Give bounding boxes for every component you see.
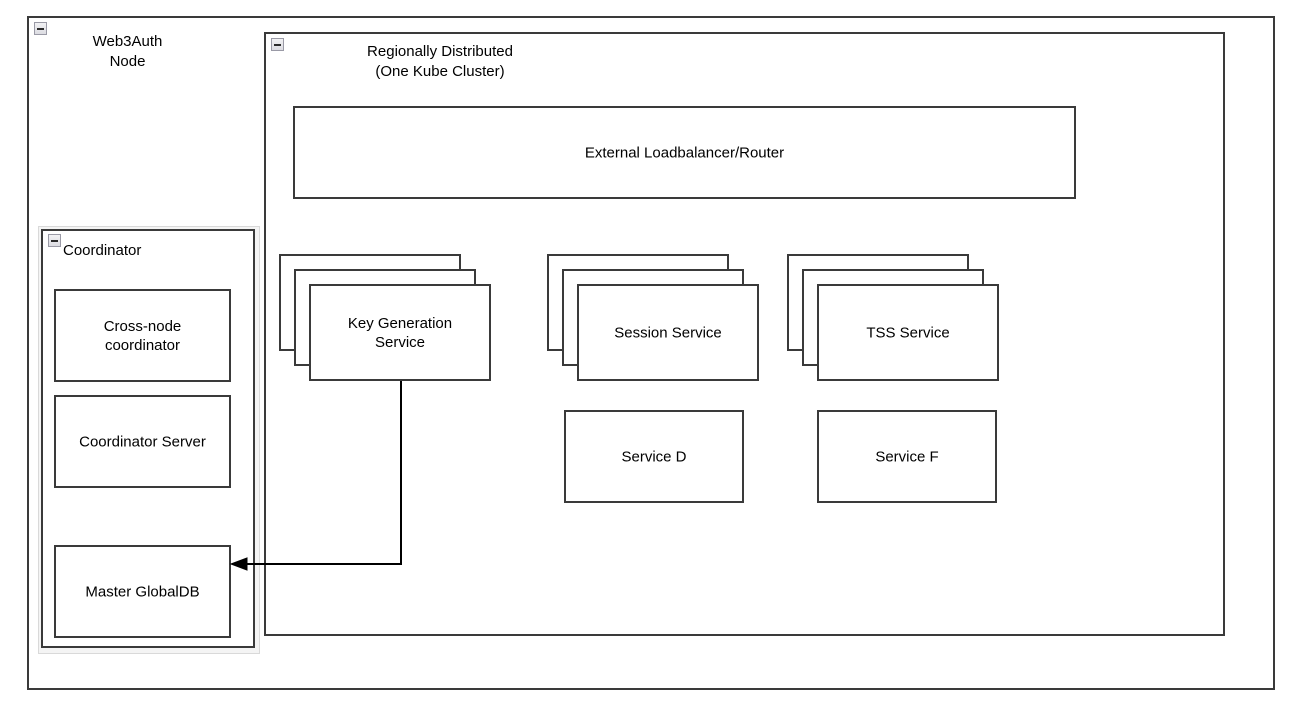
stack-layer-front[interactable]: Key Generation Service bbox=[309, 284, 491, 381]
service-d[interactable]: Service D bbox=[564, 410, 744, 503]
external-loadbalancer-router-label: External Loadbalancer/Router bbox=[584, 144, 785, 161]
stack-key-generation-service[interactable]: Key Generation Service bbox=[279, 254, 491, 381]
collapse-minus-icon-node[interactable] bbox=[34, 22, 47, 35]
service-f[interactable]: Service F bbox=[817, 410, 997, 503]
coordinator-server[interactable]: Coordinator Server bbox=[54, 395, 231, 488]
master-globaldb[interactable]: Master GlobalDB bbox=[54, 545, 231, 638]
collapse-minus-icon-region[interactable] bbox=[271, 38, 284, 51]
container-regionally-distributed-label: Regionally Distributed (One Kube Cluster… bbox=[367, 43, 513, 80]
stack-session-service[interactable]: Session Service bbox=[547, 254, 759, 381]
coordinator-server-label: Coordinator Server bbox=[79, 433, 206, 450]
session-service-label: Session Service bbox=[614, 324, 722, 341]
cross-node-coordinator[interactable]: Cross-node coordinator bbox=[54, 289, 231, 382]
service-d-label: Service D bbox=[621, 448, 687, 465]
tss-service-label: TSS Service bbox=[866, 324, 950, 341]
master-globaldb-label: Master GlobalDB bbox=[85, 583, 200, 600]
container-web3auth-node-label: Web3Auth Node bbox=[92, 33, 163, 70]
stack-layer-front[interactable]: Session Service bbox=[577, 284, 759, 381]
key-generation-service-label: Key Generation Service bbox=[347, 314, 453, 351]
service-f-label: Service F bbox=[875, 448, 939, 465]
container-coordinator-label: Coordinator bbox=[63, 242, 142, 259]
stack-tss-service[interactable]: TSS Service bbox=[787, 254, 999, 381]
external-loadbalancer-router[interactable]: External Loadbalancer/Router bbox=[293, 106, 1076, 199]
cross-node-coordinator-label: Cross-node coordinator bbox=[103, 317, 182, 354]
stack-layer-front[interactable]: TSS Service bbox=[817, 284, 999, 381]
collapse-minus-icon-coordinator[interactable] bbox=[48, 234, 61, 247]
